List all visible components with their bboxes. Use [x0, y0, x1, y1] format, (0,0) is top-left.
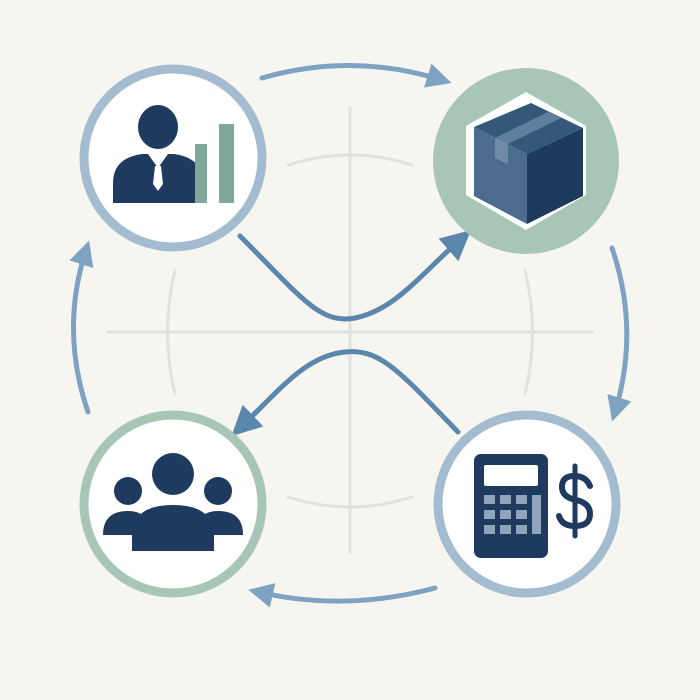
background-crosshair [106, 106, 594, 554]
calculator-icon [474, 454, 548, 558]
node-customers [79, 410, 267, 598]
outer-cycle-arrows [69, 63, 632, 608]
bar-chart-icon [195, 124, 234, 203]
node-ring [79, 410, 267, 598]
package-box-icon [474, 103, 583, 224]
wave-executive-to-product [237, 230, 472, 322]
arrow-finance-to-customers [248, 583, 438, 608]
businessman-icon [113, 105, 203, 203]
inner-wave-arrows [231, 230, 472, 437]
crosshair-arc-bottom [286, 495, 414, 509]
crosshair-arc-right [523, 268, 534, 396]
arrow-executive-to-product [259, 63, 452, 88]
node-executive-sales [79, 64, 267, 252]
dollar-sign-icon [556, 463, 594, 539]
arrow-product-to-finance [607, 245, 632, 422]
node-finance [433, 410, 621, 598]
crosshair-arc-top [286, 153, 414, 167]
crosshair-arc-left [166, 268, 177, 396]
wave-finance-to-customers [231, 349, 461, 437]
people-group-icon [103, 453, 243, 551]
node-product [433, 68, 619, 254]
arrow-customers-to-executive [69, 240, 94, 415]
